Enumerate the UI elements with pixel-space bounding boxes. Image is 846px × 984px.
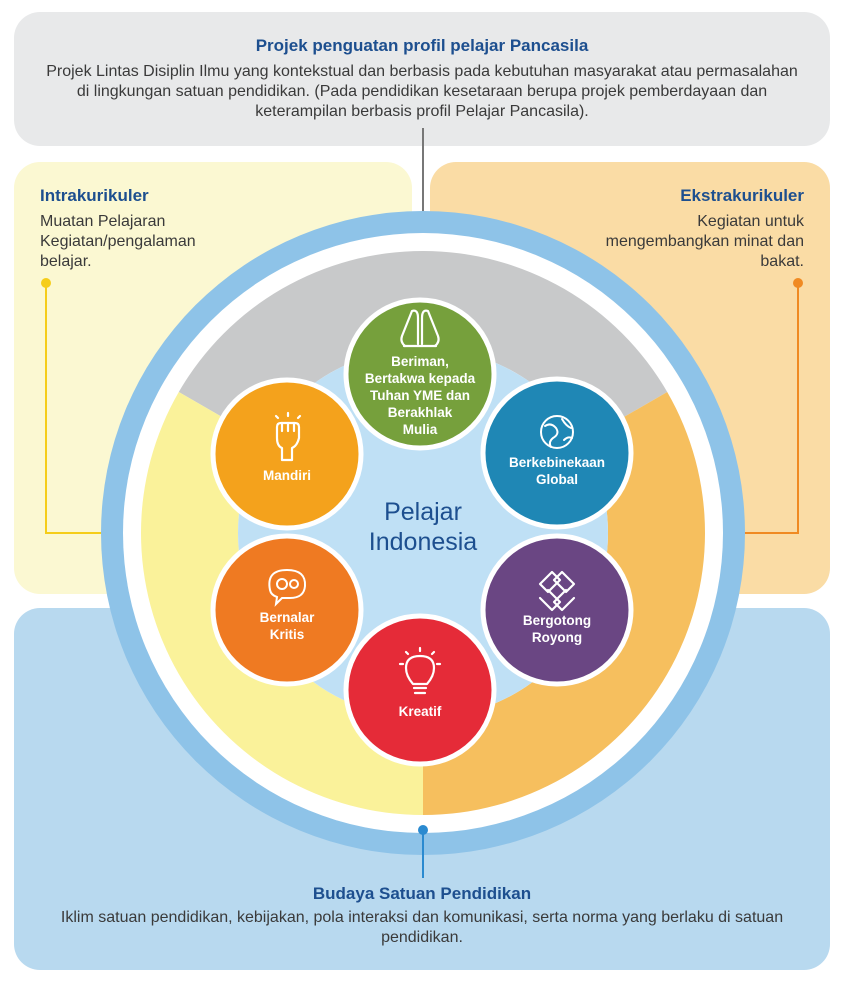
- dimension-label-kreatif: Kreatif: [399, 704, 442, 719]
- right-connector-dot-top: [793, 278, 803, 288]
- projek-description: Projek Lintas Disiplin Ilmu yang konteks…: [46, 63, 798, 120]
- center-label-line2: Indonesia: [369, 528, 478, 556]
- ekstrakurikuler-title: Ekstrakurikuler: [680, 186, 804, 205]
- dimension-circle: [210, 533, 364, 687]
- ekstrakurikuler-description: Kegiatan untuk mengembangkan minat dan b…: [605, 213, 804, 270]
- globe-icon: [540, 415, 574, 449]
- budaya-title: Budaya Satuan Pendidikan: [312, 884, 532, 903]
- intrakurikuler-description: Muatan Pelajaran Kegiatan/pengalaman bel…: [40, 213, 196, 270]
- dimension-mandiri[interactable]: Mandiri: [210, 377, 364, 531]
- dimension-label-beriman-3: Tuhan YME dan: [370, 388, 470, 403]
- dimension-beriman[interactable]: Beriman, Bertakwa kepada Tuhan YME dan B…: [343, 297, 497, 451]
- dimension-label-bergotong-2: Royong: [532, 630, 582, 645]
- projek-panel: [14, 12, 830, 146]
- left-connector-dot-top: [41, 278, 51, 288]
- dimension-label-berkebinekaan-1: Berkebinekaan: [509, 455, 605, 470]
- intrakurikuler-title: Intrakurikuler: [40, 186, 149, 205]
- dimension-label-beriman-5: Mulia: [403, 422, 438, 437]
- dimension-bergotong[interactable]: Bergotong Royong: [480, 533, 634, 687]
- raised-fist-icon: [274, 411, 302, 462]
- dimension-label-beriman-2: Bertakwa kepada: [365, 371, 476, 386]
- projek-title: Projek penguatan profil pelajar Pancasil…: [255, 36, 589, 55]
- dimension-circle: [480, 376, 634, 530]
- bottom-connector-group: [418, 825, 428, 878]
- dimension-label-beriman-1: Beriman,: [391, 354, 449, 369]
- dimension-label-bernalar-1: Bernalar: [260, 610, 316, 625]
- dimension-bernalar[interactable]: Bernalar Kritis: [210, 533, 364, 687]
- dimension-circle: [480, 533, 634, 687]
- dimension-label-berkebinekaan-2: Global: [536, 472, 578, 487]
- dimension-circle: [343, 613, 497, 767]
- dimension-circle: [343, 297, 497, 451]
- dimension-berkebinekaan[interactable]: Berkebinekaan Global: [480, 376, 634, 530]
- dimension-label-bernalar-2: Kritis: [270, 627, 305, 642]
- dimension-label-bergotong-1: Bergotong: [523, 613, 591, 628]
- budaya-description: Iklim satuan pendidikan, kebijakan, pola…: [60, 909, 784, 946]
- dimension-circle: [210, 377, 364, 531]
- center-label-line1: Pelajar: [384, 498, 462, 526]
- dimension-label-beriman-4: Berakhlak: [388, 405, 453, 420]
- lightbulb-icon: [398, 646, 442, 695]
- bottom-connector-dot: [418, 825, 428, 835]
- dimension-kreatif[interactable]: Kreatif: [343, 613, 497, 767]
- joined-hands-icon: [538, 570, 576, 612]
- praying-hands-icon: [400, 309, 440, 348]
- thinking-gears-icon: [268, 568, 307, 607]
- dimension-label-mandiri: Mandiri: [263, 468, 311, 483]
